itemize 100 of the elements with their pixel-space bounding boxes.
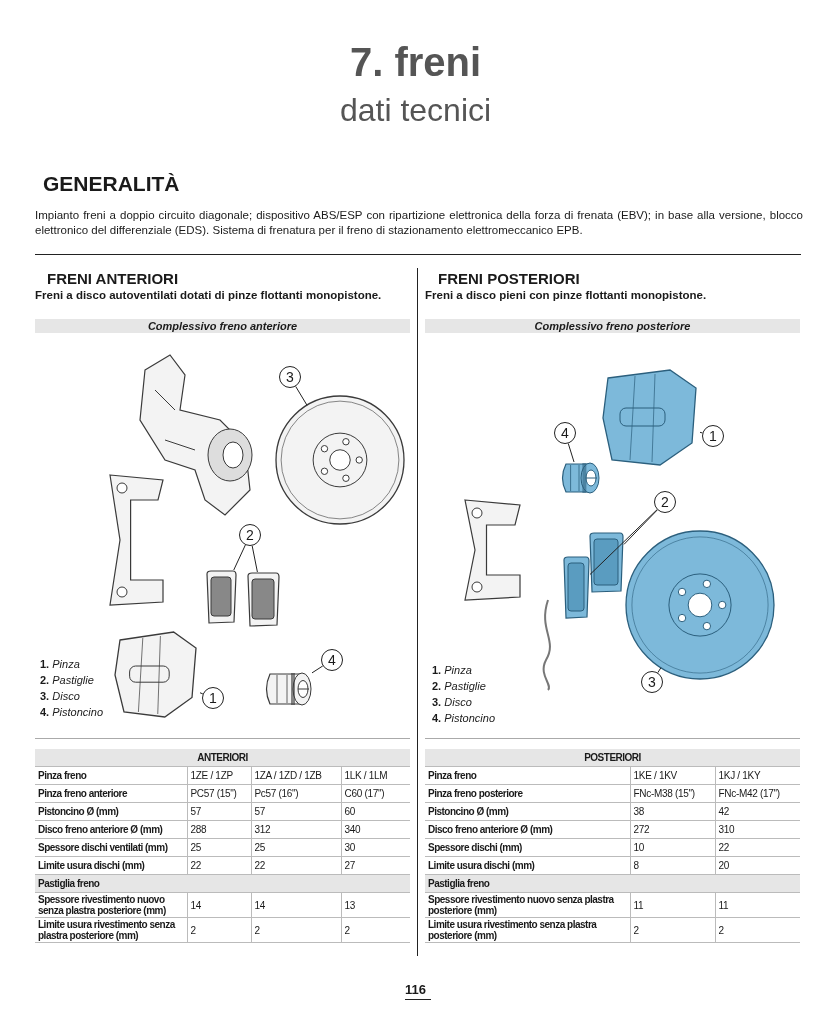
brake-pad-drawing xyxy=(246,572,280,628)
column-description: Freni a disco autoventilati dotati di pinze flottanti monopistone. xyxy=(35,289,382,301)
table-header: POSTERIORI xyxy=(425,749,800,767)
table-cell: 288 xyxy=(187,820,251,839)
figure-caption-band: Complessivo freno anteriore xyxy=(35,319,410,333)
brake-pad-drawing xyxy=(205,570,237,625)
legend-item: 1. Pinza xyxy=(432,664,472,676)
figure-caption-band: Complessivo freno posteriore xyxy=(425,319,800,333)
callout-number: 3 xyxy=(279,366,301,388)
callout-number: 2 xyxy=(654,491,676,513)
column-description: Freni a disco pieni con pinze flottanti monopistone. xyxy=(425,289,707,301)
page-number: 116 xyxy=(404,982,427,997)
table-cell: Pc57 (16") xyxy=(251,784,341,803)
table-cell: Pistoncino Ø (mm) xyxy=(425,802,630,821)
table-cell: Spessore rivestimento nuovo senza plastra posteriore (mm) xyxy=(425,892,630,918)
table-cell: 312 xyxy=(251,820,341,839)
legend-item: 2. Pastiglie xyxy=(40,674,94,686)
table-cell: C60 (17") xyxy=(341,784,410,803)
leader-line xyxy=(657,667,662,674)
column-heading: FRENI ANTERIORI xyxy=(47,270,179,287)
table-cell: 1KE / 1KV xyxy=(630,766,715,785)
callout-number: 3 xyxy=(641,671,663,693)
table-cell: Pinza freno posteriore xyxy=(425,784,630,803)
leader-line xyxy=(567,443,575,463)
table-cell: 272 xyxy=(630,820,715,839)
table-cell: 22 xyxy=(251,856,341,875)
leader-line xyxy=(251,545,258,573)
intro-paragraph: Impianto freni a doppio circuito diagonale; dispositivo ABS/ESP con ripartizione elettronica della forza di frenata (EBV); in base alla versione, blocco elettronico del differenziale (EDS). Sistema di frenatura per il freno di stazionamento elettromeccanico EPB. xyxy=(35,208,803,238)
brake-disc-drawing xyxy=(275,395,405,525)
table-cell: Limite usura dischi (mm) xyxy=(35,856,187,875)
legend-item: 1. Pinza xyxy=(40,658,80,670)
page-title: 7. freni xyxy=(348,40,483,85)
table-cell: 10 xyxy=(630,838,715,857)
page-subtitle: dati tecnici xyxy=(338,92,493,129)
table-cell: Disco freno anteriore Ø (mm) xyxy=(35,820,187,839)
table-cell: FNc-M42 (17") xyxy=(715,784,800,803)
callout-number: 2 xyxy=(239,524,261,546)
table-cell: 11 xyxy=(715,892,800,918)
table-cell: 1LK / 1LM xyxy=(341,766,410,785)
table-cell: 13 xyxy=(341,892,410,918)
legend-item: 2. Pastiglie xyxy=(432,680,486,692)
table-cell: 57 xyxy=(187,802,251,821)
leader-line xyxy=(233,544,246,571)
table-cell: 27 xyxy=(341,856,410,875)
leader-line xyxy=(589,509,658,575)
table-cell: 2 xyxy=(341,917,410,943)
table-cell: Disco freno anteriore Ø (mm) xyxy=(425,820,630,839)
legend-item: 4. Pistoncino xyxy=(40,706,103,718)
leader-line xyxy=(295,385,308,406)
table-cell: 1ZE / 1ZP xyxy=(187,766,251,785)
leader-line xyxy=(623,509,658,545)
table-cell: 38 xyxy=(630,802,715,821)
section-heading: GENERALITÀ xyxy=(43,172,180,196)
table-cell: Spessore rivestimento nuovo senza plastra posteriore (mm) xyxy=(35,892,187,918)
table-cell: FNc-M38 (15") xyxy=(630,784,715,803)
legend-item: 3. Disco xyxy=(40,690,80,702)
table-cell: 1KJ / 1KY xyxy=(715,766,800,785)
callout-number: 4 xyxy=(321,649,343,671)
table-cell: 42 xyxy=(715,802,800,821)
table-cell: Pinza freno xyxy=(35,766,187,785)
table-cell: 11 xyxy=(630,892,715,918)
table-cell: 30 xyxy=(341,838,410,857)
table-cell: 57 xyxy=(251,802,341,821)
brake-pad-drawing xyxy=(588,532,624,594)
table-cell: 20 xyxy=(715,856,800,875)
callout-number: 1 xyxy=(702,425,724,447)
table-cell: 2 xyxy=(630,917,715,943)
brake-caliper-drawing xyxy=(600,368,700,468)
table-cell: 2 xyxy=(251,917,341,943)
leader-line xyxy=(699,431,703,434)
callout-number: 4 xyxy=(554,422,576,444)
table-cell: 25 xyxy=(251,838,341,857)
table-cell: 2 xyxy=(187,917,251,943)
table-cell: Pistoncino Ø (mm) xyxy=(35,802,187,821)
leader-line xyxy=(311,665,324,674)
table-cell: Limite usura rivestimento senza plastra posteriore (mm) xyxy=(35,917,187,943)
table-cell: 8 xyxy=(630,856,715,875)
leader-line xyxy=(199,692,204,695)
callout-number: 1 xyxy=(202,687,224,709)
table-cell: 60 xyxy=(341,802,410,821)
table-cell: Limite usura rivestimento senza plastra posteriore (mm) xyxy=(425,917,630,943)
table-cell: 2 xyxy=(715,917,800,943)
table-cell: 22 xyxy=(187,856,251,875)
table-cell: 14 xyxy=(187,892,251,918)
table-cell: Spessore dischi (mm) xyxy=(425,838,630,857)
legend-item: 4. Pistoncino xyxy=(432,712,495,724)
table-cell: 340 xyxy=(341,820,410,839)
table-cell: Pinza freno xyxy=(425,766,630,785)
brake-caliper-drawing xyxy=(112,630,200,720)
table-cell: PC57 (15") xyxy=(187,784,251,803)
column-heading: FRENI POSTERIORI xyxy=(438,270,580,287)
table-cell: Spessore dischi ventilati (mm) xyxy=(35,838,187,857)
table-cell: 14 xyxy=(251,892,341,918)
table-cell: 22 xyxy=(715,838,800,857)
table-cell: Limite usura dischi (mm) xyxy=(425,856,630,875)
table-cell: Pinza freno anteriore xyxy=(35,784,187,803)
table-cell: 1ZA / 1ZD / 1ZB xyxy=(251,766,341,785)
legend-item: 3. Disco xyxy=(432,696,472,708)
table-cell: 25 xyxy=(187,838,251,857)
brake-pad-drawing xyxy=(562,556,590,620)
